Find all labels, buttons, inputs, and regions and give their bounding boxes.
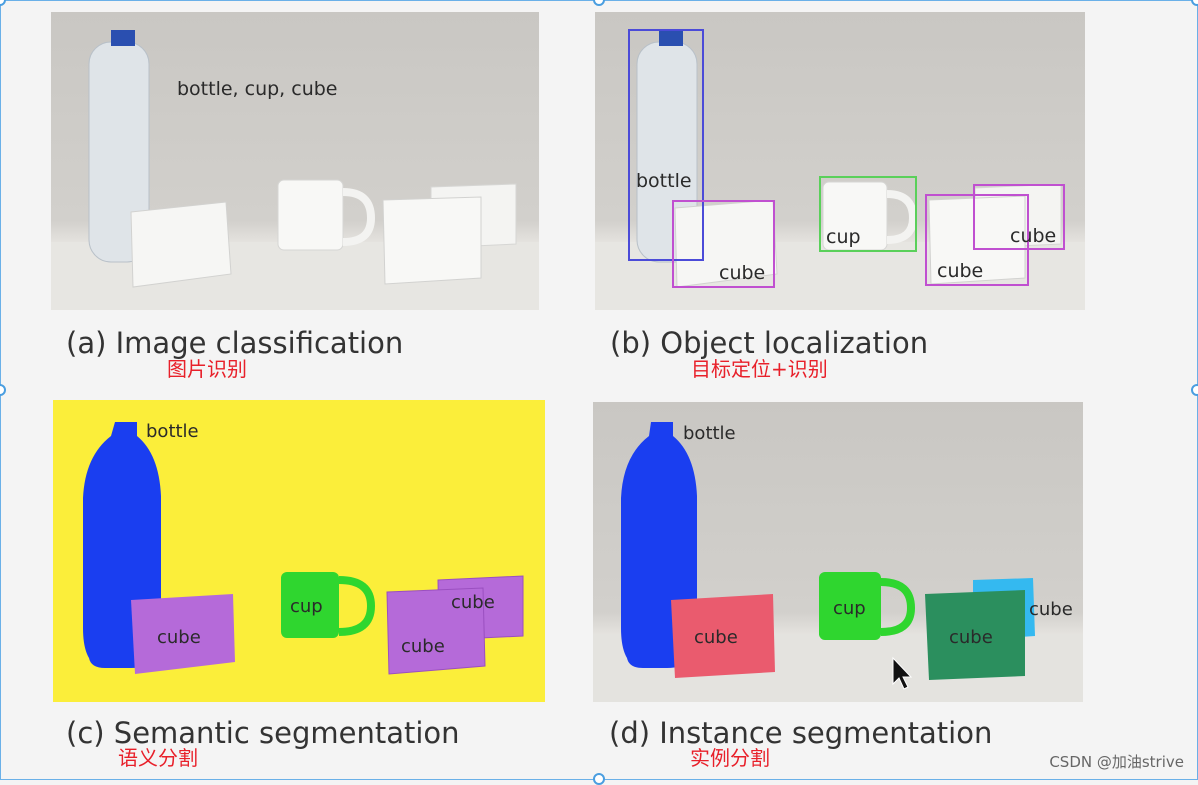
inst-label-cup: cup <box>833 598 866 619</box>
box-label-cube-left: cube <box>719 262 766 284</box>
bbox-cube-right <box>973 184 1065 250</box>
seg-label-cube-left: cube <box>157 627 201 648</box>
bbox-cup <box>819 176 917 252</box>
mouse-cursor-icon <box>892 656 913 690</box>
caption-c: (c) Semantic segmentation <box>66 716 460 750</box>
panel-semantic-segmentation: bottle cup cube cube cube <box>53 400 545 702</box>
classification-label: bottle, cup, cube <box>177 78 338 100</box>
watermark: CSDN @加油strive <box>1049 753 1184 771</box>
segmentation-masks-c <box>83 422 524 675</box>
seg-label-bottle: bottle <box>146 421 199 442</box>
resize-handle-top-left[interactable] <box>0 0 6 6</box>
panel-instance-segmentation: bottle cup cube cube cube <box>593 402 1083 702</box>
cn-caption-a: 图片识别 <box>167 357 247 381</box>
seg-label-cup: cup <box>290 596 323 617</box>
resize-handle-top-center[interactable] <box>593 0 605 6</box>
bbox-cube-middle <box>925 194 1029 286</box>
bbox-cube-left <box>672 200 775 288</box>
box-label-cube-middle: cube <box>937 260 984 282</box>
box-label-cup: cup <box>826 226 861 248</box>
resize-handle-middle-left[interactable] <box>0 384 6 396</box>
bbox-bottle <box>628 29 704 261</box>
box-label-bottle: bottle <box>636 170 692 192</box>
photo-scene-a <box>51 30 539 310</box>
caption-d: (d) Instance segmentation <box>609 716 993 750</box>
segmentation-masks-d <box>593 422 1083 702</box>
seg-label-cube-right: cube <box>451 592 495 613</box>
photo-scene-b <box>595 30 1085 310</box>
resize-handle-top-right[interactable] <box>1191 0 1198 6</box>
panel-object-localization: bottle cube cup cube cube <box>595 12 1085 310</box>
resize-handle-middle-right[interactable] <box>1191 384 1198 396</box>
cn-caption-b: 目标定位+识别 <box>691 357 828 381</box>
inst-label-cube-green: cube <box>949 627 993 648</box>
resize-handle-bottom-center[interactable] <box>593 773 605 785</box>
box-label-cube-right: cube <box>1010 225 1057 247</box>
seg-label-cube-middle: cube <box>401 636 445 657</box>
caption-b: (b) Object localization <box>610 326 929 360</box>
inst-label-cube-red: cube <box>694 627 738 648</box>
cn-caption-c: 语义分割 <box>118 746 198 770</box>
inst-label-bottle: bottle <box>683 423 736 444</box>
inst-label-cube-blue: cube <box>1029 599 1073 620</box>
panel-image-classification: bottle, cup, cube <box>51 12 539 310</box>
cn-caption-d: 实例分割 <box>690 746 770 770</box>
caption-a: (a) Image classification <box>66 326 404 360</box>
